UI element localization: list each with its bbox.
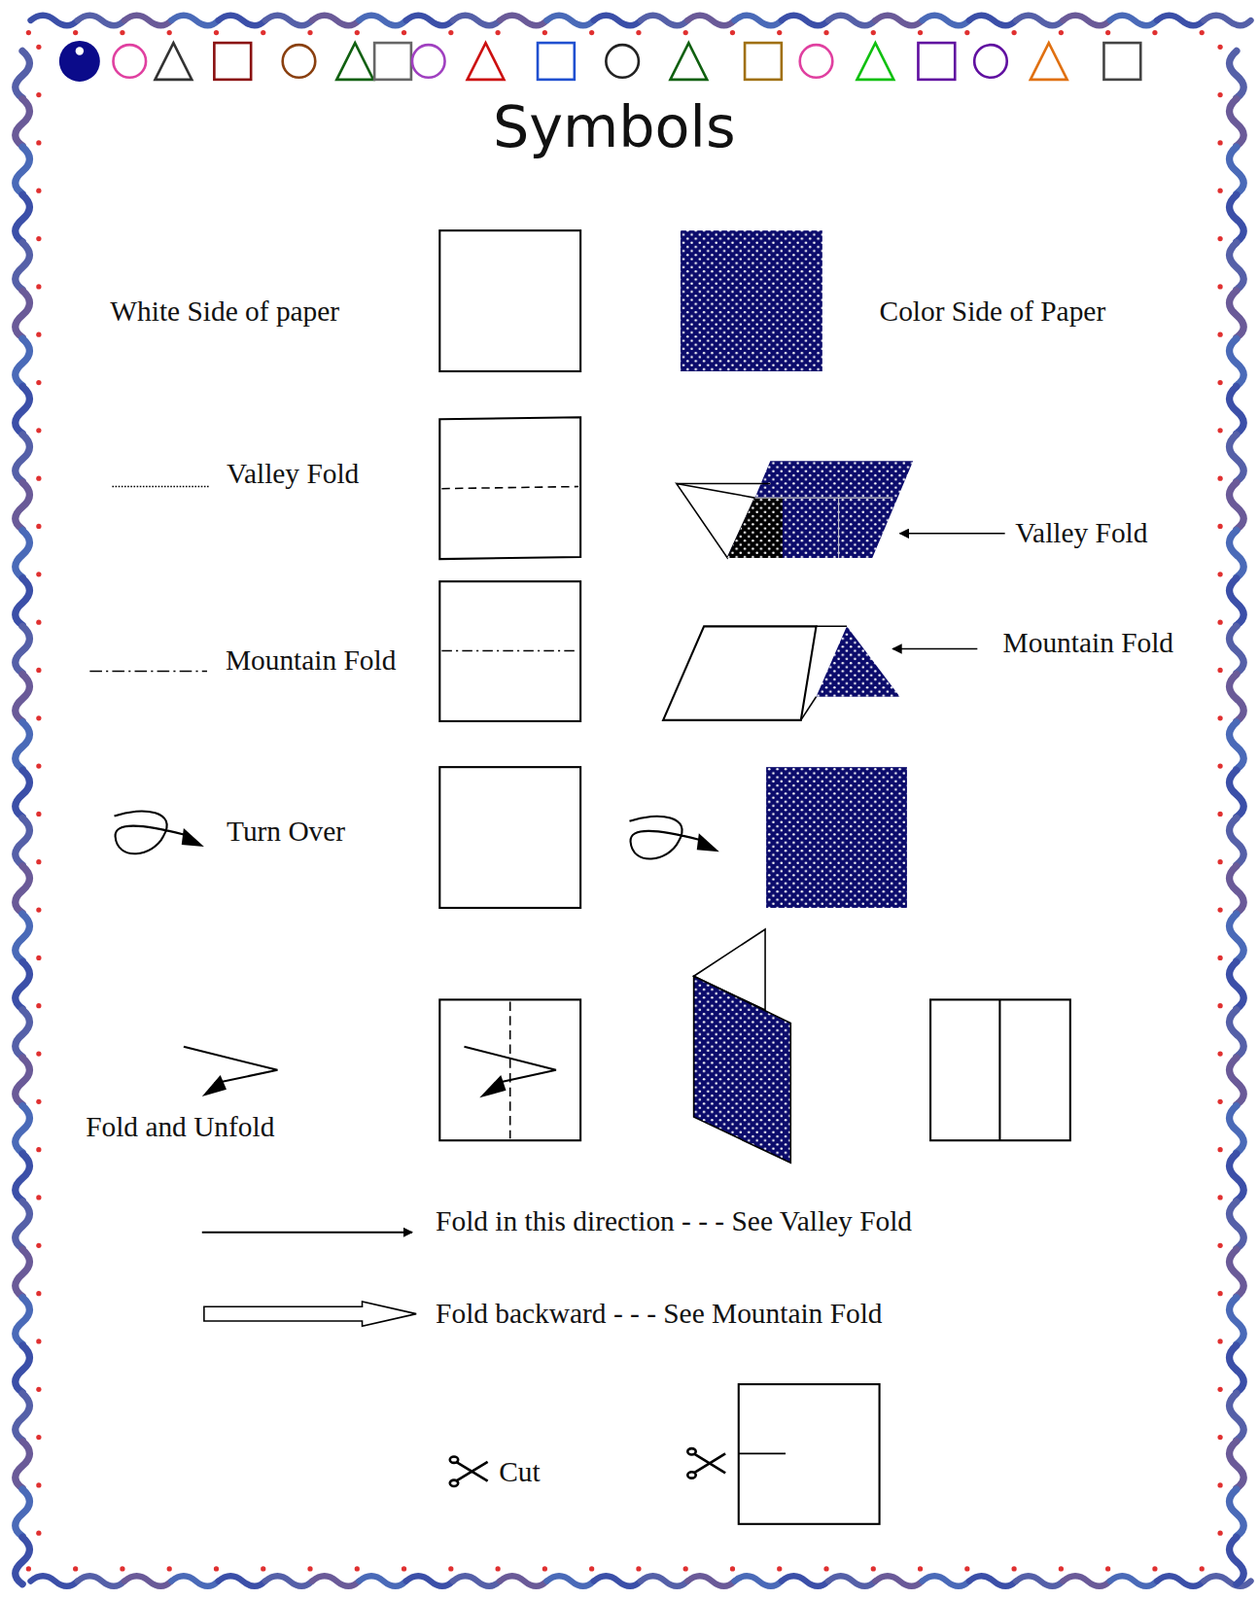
- paper-flap: [727, 497, 783, 559]
- crease-line: [998, 999, 1001, 1141]
- color-square: [680, 230, 823, 372]
- cut-line: [738, 1453, 786, 1456]
- mountain-square: [439, 581, 581, 722]
- white-square: [439, 230, 581, 372]
- symbol-label: Turn Over: [226, 817, 346, 846]
- turn-over-symbol: [629, 816, 719, 860]
- pointer-arrow: [900, 532, 1006, 535]
- page-title: Symbols: [492, 99, 736, 157]
- fold-edge: [676, 483, 771, 486]
- wavy-border: [15, 15, 1252, 1587]
- symbol-label: Valley Fold: [226, 459, 359, 489]
- symbol-label: Color Side of Paper: [879, 297, 1107, 326]
- mountain-line: [89, 670, 208, 673]
- valley-line: [441, 487, 579, 490]
- scissors-symbol: [450, 1457, 489, 1487]
- arrow-label: Fold in this direction - - - See Valley …: [435, 1207, 912, 1236]
- symbol-label: Cut: [498, 1458, 540, 1487]
- fold-edge: [755, 497, 894, 499]
- valley-line: [111, 486, 210, 489]
- hollow-arrow: [204, 1301, 417, 1327]
- turn-over-symbol: [114, 810, 205, 854]
- symbol-label: White Side of paper: [109, 297, 340, 326]
- square: [930, 999, 1071, 1141]
- valley-square: [439, 417, 581, 560]
- white-square: [439, 767, 581, 909]
- paper-flap: [727, 460, 913, 559]
- icon-strip: [59, 40, 1141, 82]
- symbol-label: Fold and Unfold: [85, 1113, 275, 1142]
- mountain-line: [441, 650, 579, 653]
- paper-flap: [694, 976, 792, 1163]
- fold-unfold-arrow: [183, 1047, 279, 1097]
- square: [439, 999, 581, 1141]
- callout-label: Mountain Fold: [1003, 629, 1174, 658]
- fold-unfold-arrow: [463, 1047, 556, 1098]
- pointer-arrow: [892, 648, 978, 651]
- paper-flap: [663, 626, 816, 721]
- callout-label: Valley Fold: [1014, 519, 1148, 548]
- arrow-label: Fold backward - - - See Mountain Fold: [435, 1299, 882, 1329]
- direction-arrow: [202, 1231, 413, 1234]
- symbol-label: Mountain Fold: [225, 647, 396, 676]
- scissors-symbol: [687, 1448, 726, 1478]
- square: [738, 1384, 880, 1525]
- color-square: [766, 767, 908, 909]
- fold-edge: [838, 497, 840, 559]
- valley-line: [509, 1002, 512, 1140]
- paper-flap: [816, 626, 901, 697]
